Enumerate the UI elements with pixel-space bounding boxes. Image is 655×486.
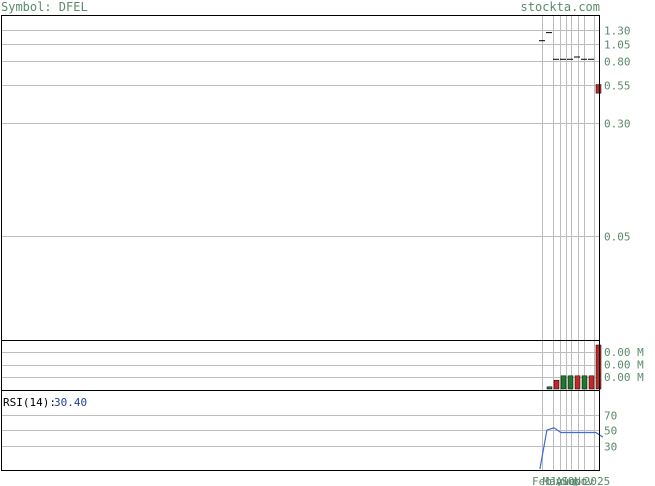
- date-tick-label: Feb: [532, 475, 552, 486]
- rsi-tick-label: 50: [604, 425, 617, 438]
- price-tick-label: 0.30: [604, 118, 631, 131]
- rsi-line: [539, 427, 604, 470]
- price-tick-label: 1.30: [604, 25, 631, 38]
- rsi-panel: [1, 390, 600, 471]
- rsi-value: 30.40: [54, 396, 87, 409]
- volume-bar: [546, 386, 553, 390]
- volume-bar: [560, 375, 567, 390]
- price-tick-label: 0.05: [604, 231, 631, 244]
- date-tick-label: Oct: [568, 475, 588, 486]
- volume-bar: [574, 375, 581, 390]
- rsi-tick-label: 30: [604, 441, 617, 454]
- rsi-tick-label: 70: [604, 410, 617, 423]
- price-tick-label: 1.05: [604, 39, 631, 52]
- price-candle: [595, 84, 602, 94]
- rsi-label: RSI(14):: [3, 396, 56, 409]
- price-panel: [1, 15, 600, 341]
- date-tick-label: 2025: [584, 475, 611, 486]
- symbol-label: Symbol: DFEL: [1, 0, 88, 14]
- brand-link[interactable]: stockta.com: [520, 0, 600, 14]
- volume-tick-label: 0.00 M: [604, 371, 644, 384]
- date-tick-label: Jul: [550, 475, 570, 486]
- volume-bar: [581, 375, 588, 390]
- date-tick-label: Sep: [561, 475, 581, 486]
- volume-bar: [567, 375, 574, 390]
- date-tick-label: May: [543, 475, 563, 486]
- price-tick-label: 0.80: [604, 56, 631, 69]
- date-tick-label: Nov: [574, 475, 594, 486]
- volume-bar: [588, 375, 595, 390]
- volume-bar: [553, 379, 560, 390]
- volume-tick-label: 0.00 M: [604, 346, 644, 359]
- price-tick-label: 0.55: [604, 80, 631, 93]
- volume-tick-label: 0.00 M: [604, 359, 644, 372]
- volume-bar: [595, 344, 602, 390]
- date-tick-label: Aug: [556, 475, 576, 486]
